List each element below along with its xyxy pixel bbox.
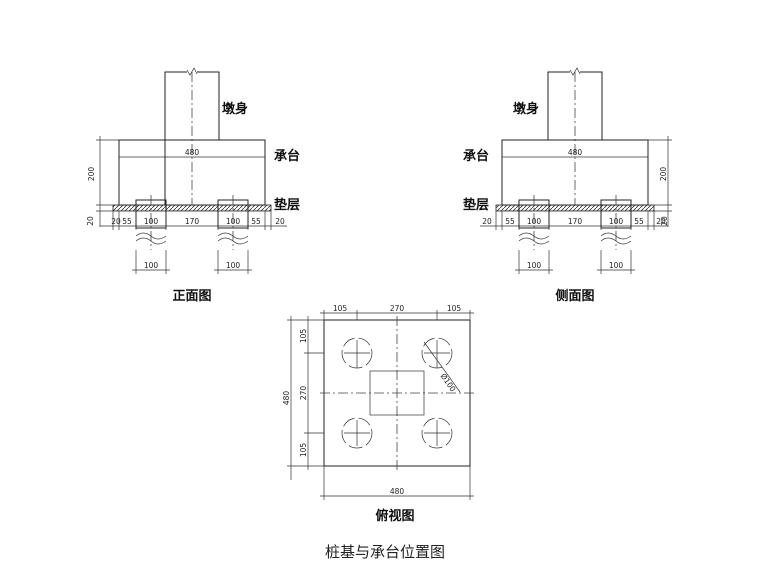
top-dim-105-top: 105 (299, 329, 308, 344)
side-view-title: 侧面图 (555, 288, 594, 304)
front-dim-100-left: 100 (144, 217, 159, 226)
side-dim-20-right: 20 (656, 217, 666, 226)
front-dim-55-left: 55 (122, 217, 132, 226)
side-label-cushion: 垫层 (463, 197, 489, 213)
top-pile-tl (341, 337, 373, 369)
front-pile-right-break-bottom (217, 237, 249, 245)
front-label-cushion: 垫层 (274, 197, 300, 213)
side-pile-right-break-bottom (600, 237, 632, 245)
front-cushion (112, 204, 272, 212)
front-label-pier: 墩身 (222, 101, 248, 117)
front-pile-left-break-bottom (135, 237, 167, 245)
side-pile-left-break-bottom (518, 237, 550, 245)
top-dim-270-top: 270 (390, 304, 405, 313)
top-pier-footprint (369, 370, 425, 416)
side-dim-200: 200 (659, 167, 668, 182)
top-diameter-leader (423, 341, 461, 393)
figure-caption: 桩基与承台位置图 (325, 543, 445, 561)
top-view-title: 俯视图 (375, 508, 414, 524)
front-view-title: 正面图 (172, 289, 211, 304)
side-pier-outline (547, 71, 603, 140)
front-height-dim-lines (96, 136, 119, 227)
side-dim-chain-lines (480, 211, 668, 230)
side-height-dim-lines (648, 136, 672, 227)
top-view: Ø100 105 270 105 105 270 105 480 480 俯视图 (282, 304, 474, 524)
top-dim-diameter: Ø100 (439, 372, 458, 394)
side-view: 480 100 100 200 20 20 55 100 170 100 55 … (463, 67, 672, 304)
top-pile-tr (421, 337, 453, 369)
top-dim-480-left: 480 (282, 391, 291, 406)
top-dim-left-lines (287, 316, 324, 480)
front-dim-55-right: 55 (251, 217, 261, 226)
top-pile-br (421, 417, 453, 449)
side-pile-right-break-top (600, 232, 632, 240)
side-dim-20-left: 20 (482, 217, 492, 226)
front-dim-20-vertical: 20 (86, 216, 95, 226)
side-dim-55-right: 55 (634, 217, 644, 226)
front-dim-20-right: 20 (275, 217, 285, 226)
front-dim-170: 170 (185, 217, 200, 226)
side-lower-dim-right-lines (597, 250, 635, 274)
front-lower-dim-left: 100 (144, 261, 159, 270)
side-label-cap: 承台 (463, 148, 489, 164)
side-pile-left-break-top (518, 232, 550, 240)
front-dim-chain-lines (100, 211, 287, 230)
side-dim-20-vertical: 20 (660, 216, 669, 226)
front-lower-dim-left-lines (132, 250, 170, 274)
front-lower-dim-right-lines (214, 250, 252, 274)
side-dim-100-left: 100 (527, 217, 542, 226)
front-dim-200: 200 (87, 167, 96, 182)
top-dim-480-bottom: 480 (390, 487, 405, 496)
front-lower-dim-right: 100 (226, 261, 241, 270)
front-dim-20-left: 20 (111, 217, 121, 226)
side-dim-100-right: 100 (609, 217, 624, 226)
front-pier-break (186, 67, 198, 76)
side-dim-55-left: 55 (505, 217, 515, 226)
side-pier-break (569, 67, 581, 76)
front-label-cap: 承台 (274, 148, 300, 164)
top-dim-bottom-lines (320, 466, 474, 500)
side-lower-dim-right: 100 (609, 261, 624, 270)
front-pile-left-break-top (135, 232, 167, 240)
top-dim-105-right: 105 (447, 304, 462, 313)
top-pile-bl (341, 417, 373, 449)
side-lower-dim-left: 100 (527, 261, 542, 270)
top-dim-105-left: 105 (333, 304, 348, 313)
front-pier-outline (164, 71, 220, 205)
top-dim-270-left: 270 (299, 386, 308, 401)
side-lower-dim-left-lines (515, 250, 553, 274)
top-dim-top-lines (320, 310, 474, 320)
top-dim-105-bottom: 105 (299, 443, 308, 458)
front-pile-right-break-top (217, 232, 249, 240)
front-dim-480: 480 (185, 148, 200, 157)
side-label-pier: 墩身 (513, 101, 539, 117)
side-dim-170: 170 (568, 217, 583, 226)
side-cushion (495, 204, 655, 212)
front-dim-100-right: 100 (226, 217, 241, 226)
front-view: 480 100 100 200 20 20 55 100 170 100 55 … (86, 67, 300, 304)
side-dim-480: 480 (568, 148, 583, 157)
